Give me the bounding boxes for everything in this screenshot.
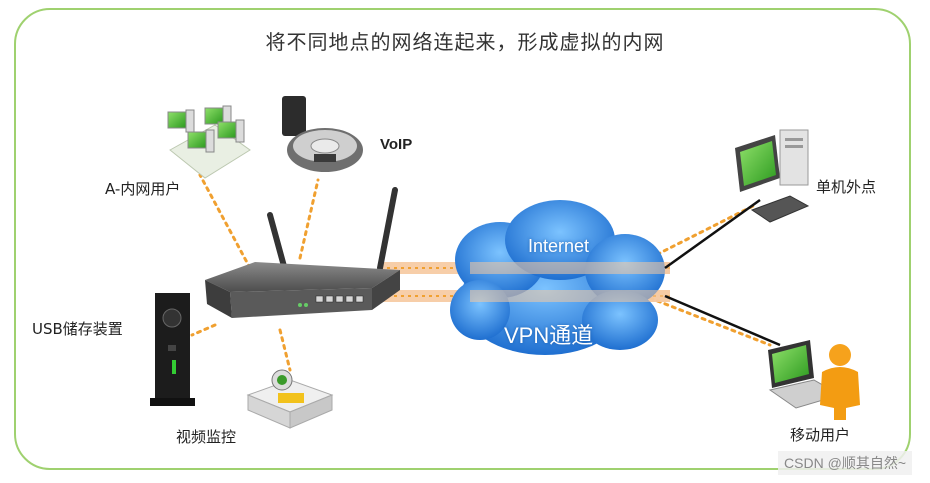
vpn-tunnel-label: VPN通道 (504, 323, 594, 348)
lan-users-icon (167, 105, 251, 179)
router-icon (205, 187, 400, 318)
camera-icon (246, 369, 334, 429)
link-camera (278, 328, 292, 372)
diagram-title: 将不同地点的网络连起来，形成虚拟的内网 (265, 30, 665, 54)
laptop-icon (768, 340, 842, 409)
link-mobile (648, 296, 772, 347)
usb-storage-label: USB储存装置 (32, 320, 123, 338)
mobile-person-icon (820, 344, 860, 420)
internet-label: Internet (528, 236, 590, 256)
remote-links (664, 198, 781, 347)
voip-label: VoIP (380, 136, 413, 153)
standalone-site-label: 单机外点 (816, 178, 877, 196)
link-usb (190, 323, 217, 337)
dotted-links (190, 173, 772, 372)
video-monitor-label: 视频监控 (176, 428, 237, 446)
desktop-pc-icon (735, 129, 810, 223)
mobile-user-label: 移动用户 (790, 426, 851, 444)
watermark: CSDN @顺其自然~ (778, 451, 912, 475)
link-lan-users (198, 173, 252, 270)
link-standalone (648, 203, 757, 260)
vpn-tunnel-overlay (470, 262, 670, 302)
voip-phone-icon (282, 96, 363, 172)
lan-users-label: A-内网用户 (105, 180, 181, 198)
usb-storage-icon (150, 293, 195, 406)
link-voip (298, 178, 320, 260)
